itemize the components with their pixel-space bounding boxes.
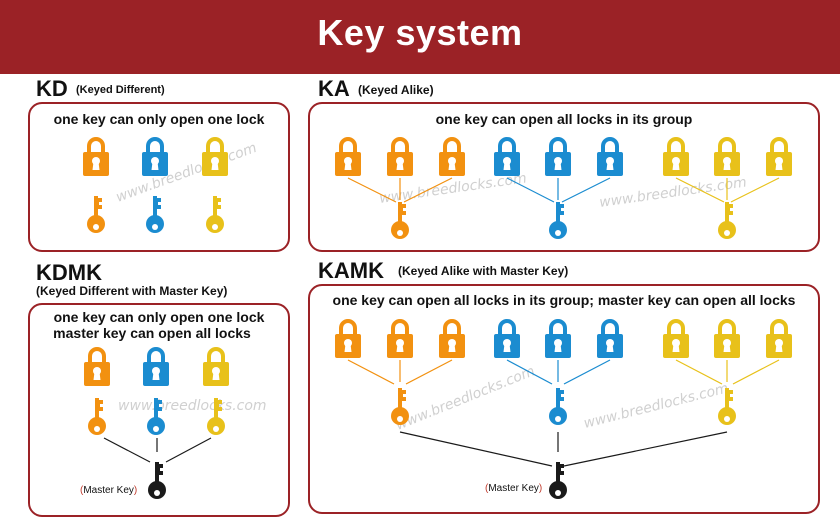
title-banner: Key system xyxy=(0,0,840,74)
padlock-icon xyxy=(333,137,363,178)
key-icon xyxy=(88,398,106,435)
kdmk-subtitle: (Keyed Different with Master Key) xyxy=(36,284,228,298)
kd-subtitle: (Keyed Different) xyxy=(76,84,165,96)
kamk-connectors xyxy=(347,359,780,467)
key-icon xyxy=(549,202,567,239)
ka-code: KA xyxy=(318,76,350,101)
key-icon xyxy=(146,196,164,233)
key-icon xyxy=(718,202,736,239)
padlock-icon xyxy=(492,137,522,178)
padlock-icon xyxy=(333,319,363,360)
key-icon xyxy=(206,196,224,233)
padlock-icon xyxy=(200,137,230,178)
ka-connectors xyxy=(347,177,780,203)
padlock-icon xyxy=(661,137,691,178)
watermark-kd: www.breedlocks.com xyxy=(114,140,259,206)
padlock-icon xyxy=(492,319,522,360)
watermark-kdmk: www.breedlocks.com xyxy=(118,398,267,414)
watermark-kamk-2: www.breedlocks.com xyxy=(582,380,730,431)
kdmk-master-key-label: (Master Key) xyxy=(80,485,138,496)
padlock-icon xyxy=(437,319,467,360)
kdmk-caption-1: one key can only open one lock xyxy=(53,309,265,325)
padlock-icon xyxy=(764,137,794,178)
kamk-subtitle: (Keyed Alike with Master Key) xyxy=(398,264,569,278)
padlock-icon xyxy=(595,137,625,178)
key-icon xyxy=(549,388,567,425)
padlock-icon xyxy=(437,137,467,178)
page-title: Key system xyxy=(317,12,523,53)
kd-caption: one key can only open one lock xyxy=(53,111,265,127)
watermark-kamk-1: www.breedlocks.com xyxy=(394,363,538,433)
key-icon xyxy=(391,388,409,425)
ka-subtitle: (Keyed Alike) xyxy=(358,83,434,97)
ka-caption: one key can open all locks in its group xyxy=(435,111,693,127)
kamk-master-key-label: (Master Key) xyxy=(485,483,543,494)
kamk-icons xyxy=(333,319,794,499)
padlock-icon xyxy=(595,319,625,360)
kdmk-code: KDMK xyxy=(36,260,102,285)
padlock-icon xyxy=(385,319,415,360)
kdmk-connectors xyxy=(103,437,212,463)
padlock-icon xyxy=(712,319,742,360)
kdmk-caption-2: master key can open all locks xyxy=(53,325,251,341)
padlock-icon xyxy=(201,347,231,388)
kamk-code: KAMK xyxy=(318,258,384,283)
padlock-icon xyxy=(712,137,742,178)
key-icon xyxy=(391,202,409,239)
master-key-icon xyxy=(549,462,567,499)
padlock-icon xyxy=(82,347,112,388)
kdmk-icons xyxy=(82,347,231,499)
padlock-icon xyxy=(141,347,171,388)
padlock-icon xyxy=(543,137,573,178)
key-icon xyxy=(87,196,105,233)
padlock-icon xyxy=(385,137,415,178)
padlock-icon xyxy=(661,319,691,360)
padlock-icon xyxy=(543,319,573,360)
padlock-icon xyxy=(81,137,111,178)
padlock-icon xyxy=(140,137,170,178)
master-key-icon xyxy=(148,462,166,499)
kamk-caption: one key can open all locks in its group;… xyxy=(332,292,796,308)
padlock-icon xyxy=(764,319,794,360)
kd-code: KD xyxy=(36,76,68,101)
